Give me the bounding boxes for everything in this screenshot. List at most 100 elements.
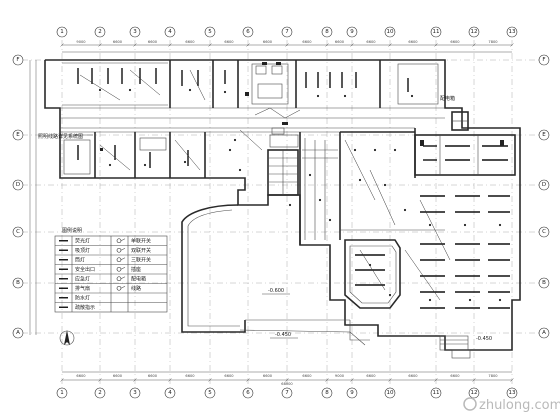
row-bubble-right-E: E [538, 129, 550, 141]
row-label-left: B [16, 280, 20, 286]
distribution-panels [100, 62, 504, 151]
wiring [79, 69, 451, 301]
bottom-dimension-value: 6600 [76, 374, 86, 378]
top-dimension-value: 6600 [113, 40, 123, 44]
column-label-bottom: 7 [285, 390, 289, 396]
entry-steps [439, 335, 471, 359]
north-arrow-icon [59, 330, 75, 346]
legend-name: 疏散指示 [75, 304, 95, 311]
downlight-icon [373, 148, 377, 152]
column-bubble-bottom-5: 5 [204, 387, 216, 399]
column-label-top: 11 [433, 29, 440, 35]
socket-icon [116, 266, 126, 272]
top-dimension-value: 6600 [224, 40, 234, 44]
row-label-right: C [542, 229, 546, 235]
wire-icon [116, 285, 126, 291]
north-rooms [62, 60, 439, 108]
legend-name-2: 三联开关 [131, 256, 151, 263]
downlight-icon [428, 298, 432, 302]
downlight-icon [498, 223, 502, 227]
watermark: zhulong.com [463, 397, 560, 413]
top-dimension-value: 6600 [302, 40, 312, 44]
bottom-dimension-value: 6600 [263, 374, 273, 378]
column-bubble-top-9: 9 [346, 26, 358, 38]
downlight-icon [428, 223, 432, 227]
top-dimension-value: 6600 [148, 40, 158, 44]
row-label-right: E [542, 132, 546, 138]
elevation-corner: -0.450 [476, 336, 492, 342]
column-bubble-bottom-9: 9 [346, 387, 358, 399]
column-label-top: 5 [208, 29, 212, 35]
column-bubble-bottom-3: 3 [129, 387, 141, 399]
column-bubble-top-3: 3 [129, 26, 141, 38]
right-tower [451, 111, 469, 131]
downlight-icon [143, 163, 147, 167]
central-hall [299, 132, 341, 245]
left-note: 照明线路详见系统图 [38, 133, 83, 140]
downlight-icon [108, 163, 112, 167]
row-label-left: D [16, 182, 20, 188]
elevation-entry: -0.450 [275, 332, 291, 338]
column-bubble-bottom-10: 10 [384, 387, 396, 399]
column-label-top: 13 [509, 29, 516, 35]
column-label-bottom: 9 [350, 390, 354, 396]
column-label-top: 8 [325, 29, 329, 35]
downlights [98, 88, 502, 302]
downlight-icon [328, 218, 332, 222]
lobby-curve [181, 204, 370, 346]
column-bubble-bottom-1: 1 [56, 387, 68, 399]
column-bubble-top-12: 12 [468, 26, 480, 38]
panel-icon [116, 276, 126, 282]
bottom-dimension-value: 6600 [148, 374, 158, 378]
bottom-dimension-value: 6600 [224, 374, 234, 378]
octagon-room [344, 239, 401, 309]
column-bubble-top-7: 7 [281, 26, 293, 38]
column-bubble-top-4: 4 [164, 26, 176, 38]
column-label-top: 3 [133, 29, 137, 35]
bottom-dimension-value: 6600 [302, 374, 312, 378]
column-bubble-top-8: 8 [321, 26, 333, 38]
downlight-icon [498, 298, 502, 302]
downlight-icon [188, 88, 192, 92]
row-bubble-left-F: F [12, 54, 24, 66]
row-bubble-left-C: C [12, 226, 24, 238]
downlight-icon [383, 183, 387, 187]
column-bubble-top-2: 2 [94, 26, 106, 38]
legend-name-2: 插座 [131, 266, 141, 273]
downlight-icon [238, 168, 242, 172]
row-bubble-right-A: A [538, 327, 550, 339]
top-dimension-value: 6600 [450, 40, 460, 44]
stair-core [267, 127, 299, 196]
switch-3-icon [116, 257, 126, 263]
column-bubble-bottom-8: 8 [321, 387, 333, 399]
top-dimension-value: 9000 [76, 40, 86, 44]
legend-name: 应急灯 [75, 275, 90, 282]
panel-note: 配电箱 [440, 95, 455, 102]
column-label-top: 6 [246, 29, 250, 35]
column-label-top: 7 [285, 29, 289, 35]
bottom-dimension-value: 6600 [185, 374, 195, 378]
row-bubble-right-C: C [538, 226, 550, 238]
column-bubble-top-13: 13 [506, 26, 518, 38]
top-dimension-value: 6600 [408, 40, 418, 44]
left-dimension-chain [29, 60, 37, 335]
elevation-lobby: -0.600 [268, 288, 284, 294]
legend-name: 防水灯 [75, 294, 90, 301]
downlight-icon [308, 173, 312, 177]
bottom-dimension-value: 6600 [450, 374, 460, 378]
downlight-icon [353, 148, 357, 152]
legend-name: 安全出口 [75, 266, 95, 273]
column-bubble-bottom-6: 6 [242, 387, 254, 399]
downlight-icon [358, 178, 362, 182]
downlight-icon [233, 138, 237, 142]
switch-icon [116, 238, 126, 244]
downlight-icon [98, 88, 102, 92]
column-label-bottom: 1 [60, 390, 64, 396]
row-bubble-left-A: A [12, 327, 24, 339]
downlight-icon [388, 293, 392, 297]
bottom-dimension-value: 6600 [366, 374, 376, 378]
